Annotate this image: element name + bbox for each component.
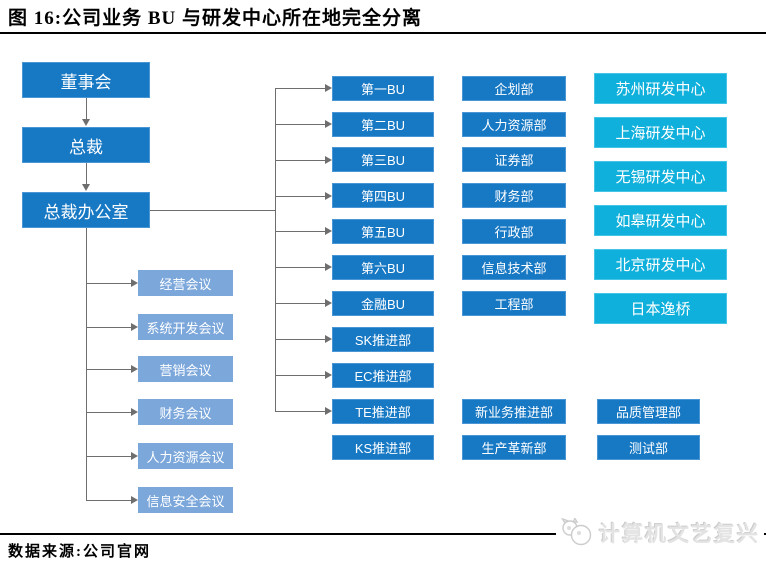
dept-box: 生产革新部 bbox=[462, 435, 566, 460]
rnd-center-box: 上海研发中心 bbox=[594, 117, 727, 148]
dept-box: 测试部 bbox=[597, 435, 700, 460]
connector-line bbox=[275, 88, 276, 412]
leadership-box: 总裁 bbox=[22, 127, 150, 163]
bu-box: 第四BU bbox=[332, 183, 434, 208]
arrowhead-right bbox=[131, 452, 138, 460]
arrowhead-right bbox=[325, 335, 332, 343]
arrowhead-right bbox=[325, 156, 332, 164]
arrowhead-right bbox=[131, 408, 138, 416]
connector-line bbox=[86, 163, 87, 184]
data-source: 数据来源:公司官网 bbox=[8, 544, 151, 560]
bu-box: 第六BU bbox=[332, 255, 434, 280]
bu-box: SK推进部 bbox=[332, 327, 434, 352]
rnd-center-box: 北京研发中心 bbox=[594, 249, 727, 280]
meeting-box: 信息安全会议 bbox=[138, 487, 233, 513]
dept-box: 企划部 bbox=[462, 76, 566, 101]
connector-line bbox=[275, 124, 325, 125]
dept-box: 行政部 bbox=[462, 219, 566, 244]
dept-box: 新业务推进部 bbox=[462, 399, 566, 424]
connector-line bbox=[86, 283, 131, 284]
dept-box: 财务部 bbox=[462, 183, 566, 208]
arrowhead-right bbox=[325, 299, 332, 307]
leadership-box: 总裁办公室 bbox=[22, 192, 150, 228]
connector-line bbox=[86, 412, 131, 413]
connector-line bbox=[275, 339, 325, 340]
arrowhead-right bbox=[131, 323, 138, 331]
rnd-center-box: 日本逸桥 bbox=[594, 293, 727, 324]
arrowhead-right bbox=[131, 279, 138, 287]
connector-line bbox=[86, 369, 131, 370]
watermark-text: 计算机文艺复兴 bbox=[599, 523, 760, 546]
title-divider bbox=[0, 32, 766, 34]
connector-line bbox=[86, 228, 87, 500]
rnd-center-box: 苏州研发中心 bbox=[594, 73, 727, 104]
connector-line bbox=[275, 411, 325, 412]
connector-line bbox=[150, 210, 275, 211]
bu-box: EC推进部 bbox=[332, 363, 434, 388]
dept-box: 人力资源部 bbox=[462, 112, 566, 137]
bu-box: KS推进部 bbox=[332, 435, 434, 460]
arrowhead-right bbox=[325, 263, 332, 271]
dept-box: 品质管理部 bbox=[597, 399, 700, 424]
dept-box: 证券部 bbox=[462, 147, 566, 172]
connector-line bbox=[275, 196, 325, 197]
connector-line bbox=[86, 456, 131, 457]
connector-line bbox=[275, 160, 325, 161]
leadership-box: 董事会 bbox=[22, 62, 150, 98]
arrowhead-right bbox=[325, 120, 332, 128]
arrowhead-right bbox=[325, 84, 332, 92]
connector-line bbox=[275, 88, 325, 89]
arrowhead-right bbox=[325, 371, 332, 379]
arrowhead-down bbox=[82, 184, 90, 191]
connector-line bbox=[86, 500, 131, 501]
arrowhead-down bbox=[82, 119, 90, 126]
meeting-box: 人力资源会议 bbox=[138, 443, 233, 469]
arrowhead-right bbox=[325, 227, 332, 235]
figure-title: 图 16:公司业务 BU 与研发中心所在地完全分离 bbox=[8, 8, 422, 29]
arrowhead-right bbox=[131, 365, 138, 373]
watermark-logo-icon bbox=[561, 518, 592, 546]
bu-box: 第一BU bbox=[332, 76, 434, 101]
arrowhead-right bbox=[325, 192, 332, 200]
connector-line bbox=[275, 231, 325, 232]
connector-line bbox=[275, 303, 325, 304]
rnd-center-box: 如皋研发中心 bbox=[594, 205, 727, 236]
meeting-box: 系统开发会议 bbox=[138, 314, 233, 340]
arrowhead-right bbox=[325, 407, 332, 415]
watermark: 计算机文艺复兴 bbox=[556, 518, 764, 548]
connector-line bbox=[275, 267, 325, 268]
bu-box: TE推进部 bbox=[332, 399, 434, 424]
connector-line bbox=[275, 375, 325, 376]
dept-box: 工程部 bbox=[462, 291, 566, 316]
connector-line bbox=[86, 327, 131, 328]
meeting-box: 经营会议 bbox=[138, 270, 233, 296]
meeting-box: 财务会议 bbox=[138, 399, 233, 425]
footer-divider bbox=[0, 533, 766, 535]
bu-box: 第五BU bbox=[332, 219, 434, 244]
rnd-center-box: 无锡研发中心 bbox=[594, 161, 727, 192]
bu-box: 金融BU bbox=[332, 291, 434, 316]
arrowhead-right bbox=[131, 496, 138, 504]
connector-line bbox=[86, 98, 87, 119]
meeting-box: 营销会议 bbox=[138, 356, 233, 382]
bu-box: 第二BU bbox=[332, 112, 434, 137]
dept-box: 信息技术部 bbox=[462, 255, 566, 280]
bu-box: 第三BU bbox=[332, 147, 434, 172]
